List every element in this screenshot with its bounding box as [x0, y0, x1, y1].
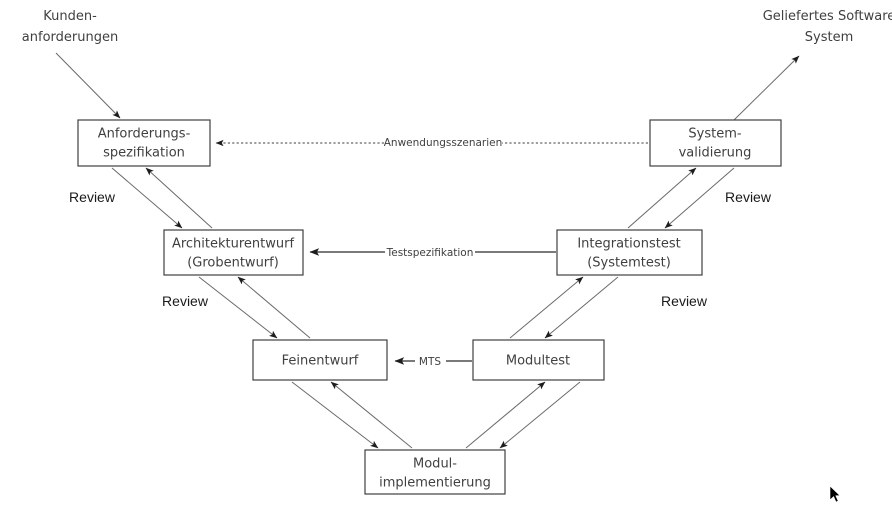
arrow-integrationstest-to-modultest [544, 276, 619, 339]
node-integrationstest[interactable]: Integrationstest (Systemtest) [556, 229, 703, 276]
node-label-line1: Feinentwurf [282, 354, 359, 369]
node-systemvalidierung[interactable]: System- validierung [649, 119, 782, 167]
arrow-geliefertes-system-out [733, 55, 800, 121]
node-label-line1: Modul- [413, 457, 457, 472]
label-kundenanforderungen: Kunden- anforderungen [22, 9, 118, 45]
node-anforderungsspezifikation[interactable]: Anforderungs- spezifikation [77, 119, 211, 167]
node-label-line2: validierung [679, 146, 752, 161]
node-label-line1: Integrationstest [577, 237, 680, 252]
node-label-line1: Architekturentwurf [172, 237, 295, 252]
ext-label-line2: System [805, 30, 853, 45]
arrow-modulimpl-to-feinentwurf [330, 381, 413, 449]
edge-label-mts: MTS [419, 356, 441, 368]
link-anwendungsszenarien: Anwendungsszenarien [215, 136, 648, 150]
arrow-modultest-to-modulimpl [499, 381, 581, 449]
review-label-right-top: Review [725, 189, 772, 205]
node-label-line2: (Systemtest) [587, 256, 671, 271]
review-label-left-top: Review [69, 189, 116, 205]
review-label-left-bottom: Review [162, 293, 209, 309]
node-modultest[interactable]: Modultest [472, 339, 605, 381]
ext-label-line1: Kunden- [43, 9, 97, 24]
arrow-architektur-to-feinentwurf [198, 276, 278, 339]
ext-label-line2: anforderungen [22, 30, 118, 45]
node-modulimplementierung[interactable]: Modul- implementierung [364, 449, 506, 495]
node-label-line2: spezifikation [103, 146, 185, 161]
mouse-pointer-icon [829, 485, 841, 503]
node-label-line2: implementierung [379, 476, 491, 491]
ext-label-line1: Geliefertes Software [763, 9, 892, 24]
review-label-right-bottom: Review [661, 293, 708, 309]
arrow-modulimpl-to-modultest [465, 381, 546, 449]
node-label-line1: Modultest [506, 354, 570, 369]
node-label-line1: Anforderungs- [98, 127, 191, 142]
node-label-line2: (Grobentwurf) [187, 256, 279, 271]
arrow-anforderung-to-architektur [111, 167, 183, 229]
arrow-feinentwurf-to-architektur [237, 276, 311, 339]
arrow-architektur-to-anforderung [145, 167, 213, 229]
arrow-kundenanforderungen-in [55, 52, 121, 119]
arrow-systemvalidierung-to-integrationstest [664, 167, 735, 229]
arrow-feinentwurf-to-modulimpl [291, 381, 379, 449]
arrow-integrationstest-to-systemvalidierung [627, 167, 697, 229]
node-architekturentwurf[interactable]: Architekturentwurf (Grobentwurf) [163, 229, 304, 276]
label-geliefertes-software-system: Geliefertes Software System [763, 9, 892, 45]
arrow-modultest-to-integrationstest [509, 276, 584, 339]
node-label-line1: System- [688, 127, 741, 142]
link-mts: MTS [394, 354, 472, 368]
edge-label-testspezifikation: Testspezifikation [386, 247, 474, 259]
edge-label-anwendungsszenarien: Anwendungsszenarien [384, 137, 503, 149]
link-testspezifikation: Testspezifikation [309, 245, 556, 259]
node-feinentwurf[interactable]: Feinentwurf [252, 339, 388, 381]
